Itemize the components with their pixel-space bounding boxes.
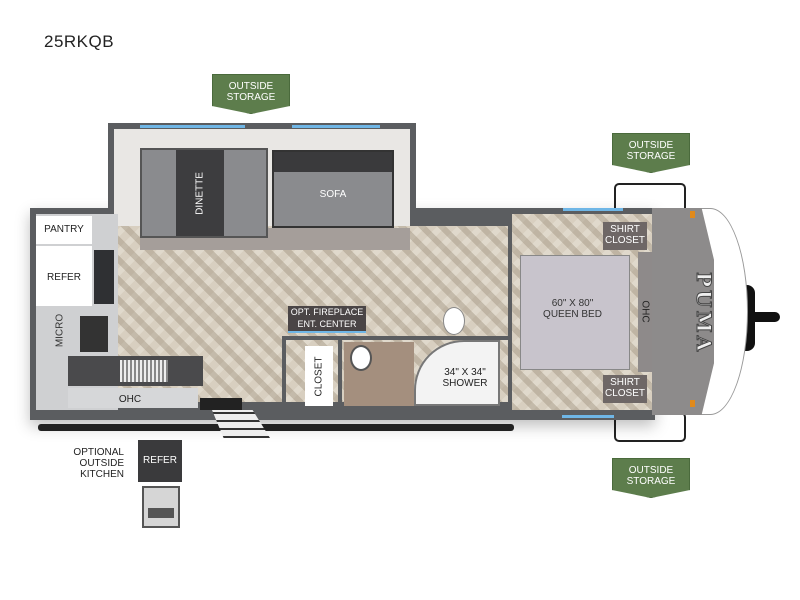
queen-bed <box>520 255 630 370</box>
outside-storage-tag-slide: OUTSIDE STORAGE <box>212 74 290 114</box>
microwave <box>80 316 108 352</box>
shower-label: SHOWER <box>442 378 488 389</box>
sink-icon <box>350 345 372 371</box>
grill-handle <box>148 508 174 518</box>
toilet-icon <box>443 307 465 335</box>
bath-wall <box>338 340 342 408</box>
bed-label: QUEEN BED <box>543 309 602 320</box>
ohc-kitchen-label: OHC <box>118 394 142 405</box>
marker-light <box>690 400 695 407</box>
fireplace-glow <box>288 331 366 333</box>
shirt-closet-top-label: SHIRT CLOSET <box>604 224 645 246</box>
micro-label: MICRO <box>54 313 66 348</box>
sink-icon <box>120 360 168 382</box>
fireplace-ent-center <box>288 306 366 331</box>
window <box>292 125 380 128</box>
outside-kitchen-refer <box>138 440 182 482</box>
bedroom-wall <box>508 208 512 420</box>
puma-logo: PUMA <box>692 272 717 355</box>
window <box>562 415 614 418</box>
fireplace-label: OPT. FIREPLACE <box>290 307 364 317</box>
outside-kitchen-label: OPTIONAL OUTSIDE KITCHEN <box>73 447 124 480</box>
awning-rail <box>38 424 514 431</box>
pantry <box>36 216 92 244</box>
shower-size-label: 34" X 34" <box>444 367 486 378</box>
sofa-label: SOFA <box>319 189 347 200</box>
outside-grill-icon <box>142 486 180 528</box>
refer <box>36 246 92 306</box>
window <box>140 125 245 128</box>
outside-storage-tag-front-top: OUTSIDE STORAGE <box>612 133 690 173</box>
window <box>563 208 623 211</box>
ent-center-label: ENT. CENTER <box>297 319 357 329</box>
shirt-closet-bottom <box>603 375 647 403</box>
shirt-closet-top <box>603 222 647 250</box>
dinette-label: DINETTE <box>194 172 206 215</box>
dinette-table <box>176 150 224 236</box>
model-title: 25RKQB <box>44 32 115 51</box>
outside-refer-label: REFER <box>143 455 177 466</box>
closet-label: CLOSET <box>313 356 325 397</box>
bedroom-ohc <box>638 252 652 372</box>
shirt-closet-bottom-label: SHIRT CLOSET <box>604 377 645 399</box>
hitch-coupler <box>750 312 780 322</box>
pantry-label: PANTRY <box>44 224 84 235</box>
refer-label: REFER <box>47 272 81 283</box>
ohc-bedroom-label: OHC <box>639 300 651 323</box>
fridge-door <box>94 250 114 304</box>
kitchen-ohc <box>68 388 198 408</box>
closet-wall <box>282 336 286 408</box>
bath-wall <box>282 336 508 340</box>
bed-size-label: 60" X 80" <box>551 298 594 309</box>
closet <box>305 346 333 406</box>
entry-door <box>200 398 242 410</box>
sofa-back <box>274 152 392 172</box>
marker-light <box>690 211 695 218</box>
front-cap-panel <box>652 208 714 415</box>
outside-storage-tag-front-bottom: OUTSIDE STORAGE <box>612 458 690 498</box>
